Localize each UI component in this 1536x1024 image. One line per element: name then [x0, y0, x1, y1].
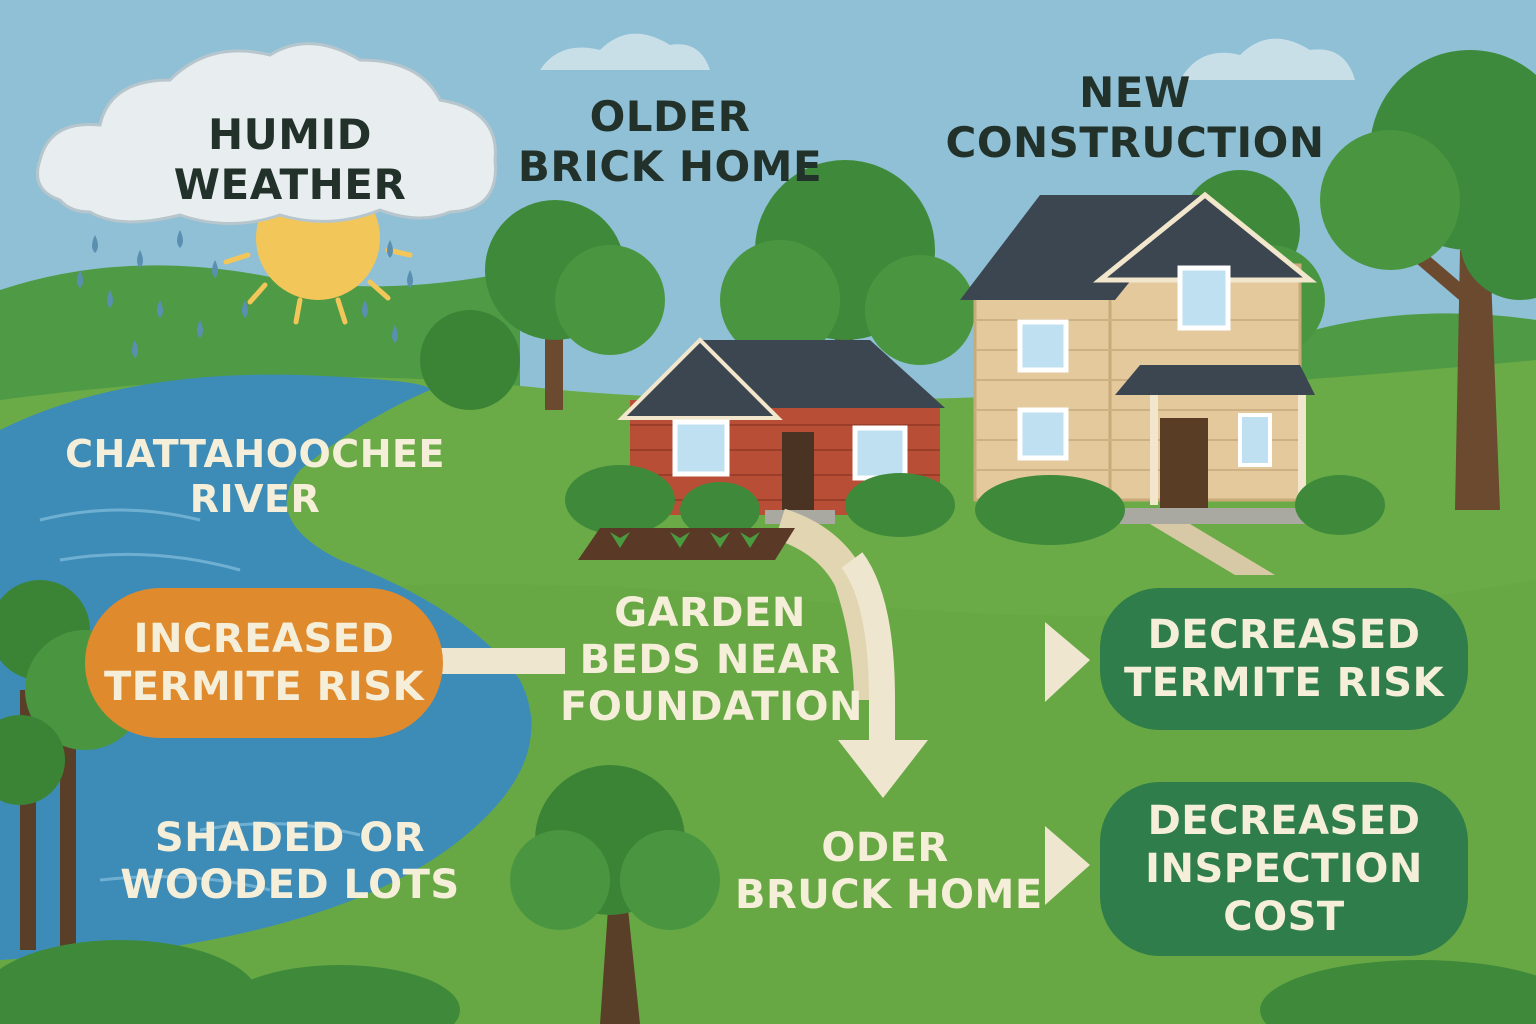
down-arrow-shaft	[841, 552, 895, 740]
label-oder-bruck-home: ODER BRUCK HOME	[735, 825, 1043, 919]
down-arrow-icon	[838, 740, 928, 798]
label-line: CHATTAHOOCHEE	[65, 432, 445, 476]
bottom-center-tree	[510, 765, 720, 1024]
label-line: NEW	[1079, 68, 1191, 117]
label-line: BRICK HOME	[517, 141, 823, 191]
label-older-brick-home: OLDER BRICK HOME	[510, 92, 830, 191]
pill-line: INSPECTION	[1145, 846, 1423, 892]
shrubs	[565, 465, 1385, 545]
pill-line: INCREASED	[133, 616, 395, 662]
label-line: HUMID	[207, 110, 373, 159]
label-shaded-lots: SHADED OR WOODED LOTS	[120, 815, 460, 909]
label-line: CONSTRUCTION	[945, 117, 1325, 167]
left-foreground-trees	[0, 580, 145, 950]
pill-line: COST	[1223, 894, 1345, 940]
pill-line: TERMITE RISK	[1123, 660, 1445, 706]
label-line: SHADED OR	[154, 815, 426, 861]
pill-line: DECREASED	[1147, 798, 1421, 844]
pill-decreased-inspection-cost: DECREASED INSPECTION COST	[1100, 782, 1468, 956]
right-arrow-icon-1	[1045, 622, 1090, 702]
label-line: BEDS NEAR	[579, 637, 841, 684]
label-garden-beds: GARDEN BEDS NEAR FOUNDATION	[560, 590, 863, 732]
label-new-construction: NEW CONSTRUCTION	[945, 68, 1325, 167]
label-line: WOODED LOTS	[120, 862, 460, 909]
humid-cloud-with-sun	[36, 42, 497, 358]
rain-drops-icon	[77, 230, 413, 358]
label-humid-weather: HUMID WEATHER	[140, 110, 440, 209]
pill-line: DECREASED	[1147, 612, 1421, 658]
label-line: OLDER	[589, 92, 751, 141]
connector-line	[440, 648, 565, 674]
label-line: WEATHER	[173, 159, 407, 209]
label-chattahoochee-river: CHATTAHOOCHEE RIVER	[55, 432, 455, 522]
faint-cloud-left	[540, 33, 710, 70]
bottom-bushes	[0, 940, 1536, 1024]
label-line: BRUCK HOME	[735, 872, 1043, 919]
label-line: RIVER	[189, 476, 321, 521]
faint-cloud-right	[1180, 38, 1355, 80]
cloud-icon	[36, 42, 497, 225]
pill-line: TERMITE RISK	[103, 664, 425, 710]
label-line: GARDEN	[614, 590, 806, 636]
label-line: ODER	[821, 825, 949, 871]
pill-increased-termite-risk: INCREASED TERMITE RISK	[85, 588, 443, 738]
pill-decreased-termite-risk: DECREASED TERMITE RISK	[1100, 588, 1468, 730]
river-ripples	[39, 508, 361, 892]
garden-bed	[578, 528, 795, 560]
garden-plants-icon	[610, 532, 760, 548]
right-arrow-icon-2	[1045, 826, 1090, 905]
label-line: FOUNDATION	[560, 684, 863, 731]
new-construction-house	[960, 191, 1318, 575]
large-tree-right	[1320, 50, 1536, 510]
